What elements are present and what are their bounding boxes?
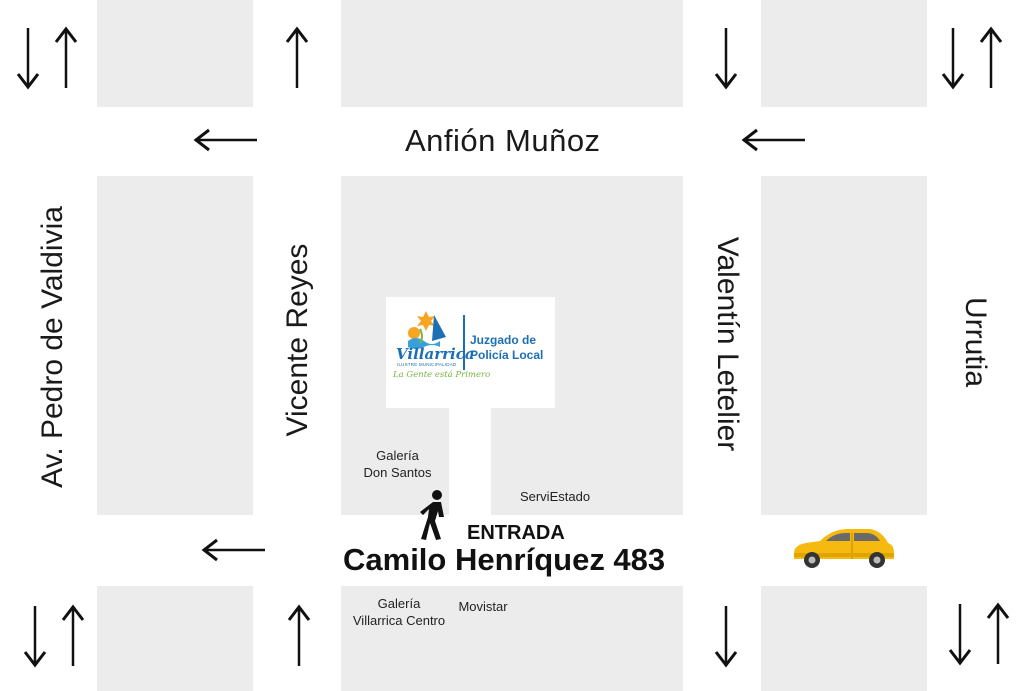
logo-divider: [463, 315, 465, 370]
city-block: [761, 176, 927, 515]
street-label-urrutia: Urrutia: [959, 296, 992, 387]
city-block: [97, 0, 253, 107]
street-label-valentin-letelier: Valentín Letelier: [711, 236, 744, 452]
city-block: [761, 586, 927, 691]
street-label-camilo-henriquez: Camilo Henríquez 483: [343, 542, 666, 577]
street-label-vicente-reyes: Vicente Reyes: [281, 243, 314, 437]
city-block: [97, 586, 253, 691]
municipality-logo: [408, 311, 446, 349]
arrow-down-icon: [714, 28, 738, 90]
entrance-label: ENTRADA: [467, 522, 565, 544]
street-label-anfion-munoz: Anfión Muñoz: [405, 123, 601, 158]
logo-card: Villarrica ILUSTRE MUNICIPALIDAD La Gent…: [386, 297, 555, 408]
logo-office-name: Juzgado de Policía Local: [470, 333, 543, 363]
logo-office-line1: Juzgado de: [470, 333, 537, 347]
arrow-up-icon: [986, 602, 1010, 664]
entrance-passage: [449, 400, 491, 520]
arrow-up-icon: [61, 604, 85, 666]
arrow-left-icon: [741, 128, 805, 152]
place-movistar: Movistar: [458, 599, 508, 614]
logo-slogan: La Gente está Primero: [393, 370, 491, 380]
logo-municipality-name: Villarrica: [396, 345, 475, 363]
arrow-up-icon: [54, 26, 78, 88]
arrow-down-icon: [23, 606, 47, 668]
arrow-down-icon: [714, 606, 738, 668]
arrow-up-icon: [285, 26, 309, 88]
arrow-up-icon: [979, 26, 1003, 88]
street-label-pedro-de-valdivia: Av. Pedro de Valdivia: [36, 206, 69, 488]
arrow-left-icon: [193, 128, 257, 152]
place-galeria-villarrica-centro: Galería Villarrica Centro: [352, 596, 446, 628]
city-block: [341, 586, 683, 691]
place-serviestado: ServiEstado: [519, 489, 591, 504]
arrow-up-icon: [287, 604, 311, 666]
place-galeria-don-santos: Galería Don Santos: [363, 448, 432, 480]
city-block: [97, 176, 253, 515]
logo-municipality-subtitle: ILUSTRE MUNICIPALIDAD: [397, 362, 457, 367]
pedestrian-icon: [420, 490, 444, 540]
car-icon: [794, 529, 894, 568]
logo-office-line2: Policía Local: [470, 348, 544, 362]
city-block: [761, 0, 927, 107]
city-block: [341, 0, 683, 107]
arrow-down-icon: [16, 28, 40, 90]
arrow-left-icon: [201, 538, 265, 562]
arrow-down-icon: [941, 28, 965, 90]
arrow-down-icon: [948, 604, 972, 666]
